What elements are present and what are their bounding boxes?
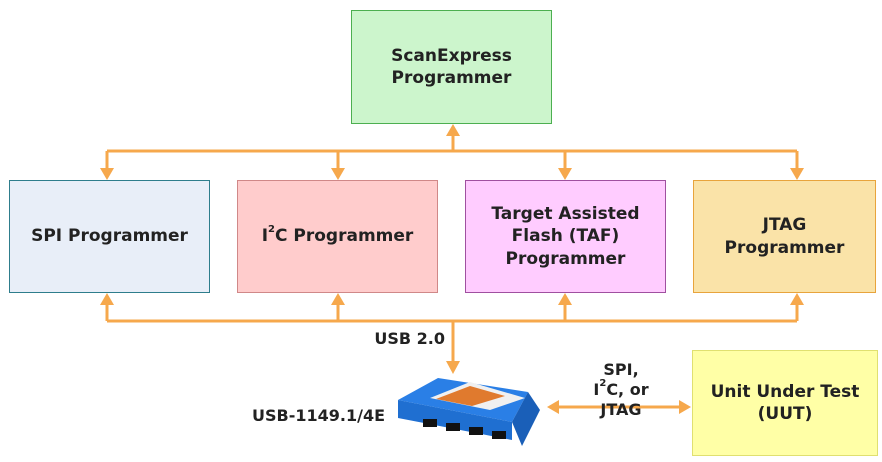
scanexpress-programmer-box: ScanExpress Programmer — [351, 10, 552, 124]
scanexpress-programmer-label: ScanExpress Programmer — [391, 45, 512, 88]
i2c-programmer-box: I2C Programmer — [237, 180, 438, 293]
i2c-programmer-label: I2C Programmer — [261, 224, 414, 247]
taf-programmer-box: Target Assisted Flash (TAF) Programmer — [465, 180, 666, 293]
device-model-label: USB-1149.1/4E — [252, 406, 385, 425]
unit-under-test-box: Unit Under Test (UUT) — [692, 350, 878, 456]
interface-link-label: SPI, I2C, or JTAG — [593, 360, 649, 419]
arrow-head-up-scanexpress — [446, 124, 460, 136]
usb-controller-device — [398, 378, 540, 446]
spi-programmer-label: SPI Programmer — [31, 226, 188, 247]
unit-under-test-label: Unit Under Test (UUT) — [710, 381, 860, 424]
jtag-programmer-label: JTAG Programmer — [724, 215, 845, 258]
usb-2-label: USB 2.0 — [374, 329, 445, 348]
taf-programmer-label: Target Assisted Flash (TAF) Programmer — [491, 204, 640, 269]
jtag-programmer-box: JTAG Programmer — [693, 180, 876, 293]
spi-programmer-box: SPI Programmer — [9, 180, 210, 293]
